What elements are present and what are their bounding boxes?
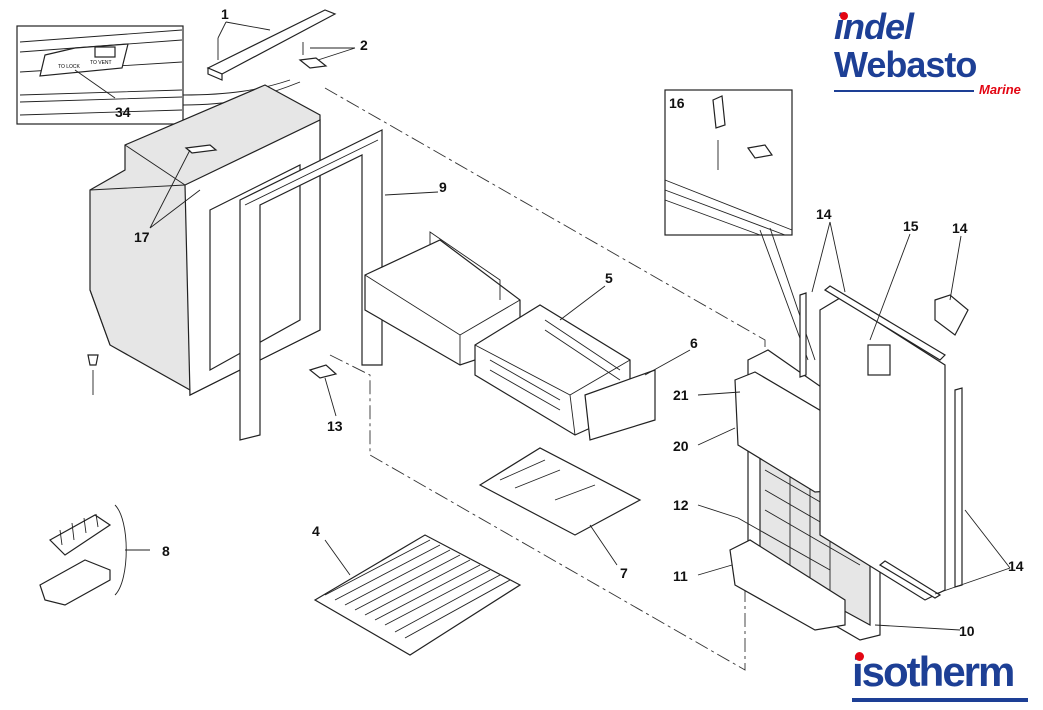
label-part-8: 8	[162, 543, 170, 559]
logo-marine: Marine	[979, 82, 1021, 97]
label-part-14-c: 14	[1008, 558, 1024, 574]
part-freezer-door	[584, 369, 656, 441]
part-gasket-right	[954, 387, 963, 588]
part-front-frame	[239, 129, 383, 441]
logo-webasto: Webasto	[834, 44, 977, 85]
part-ice-tray	[39, 504, 150, 606]
label-part-4: 4	[312, 523, 320, 539]
part-door-shelf-lower	[729, 539, 846, 631]
part-gasket-left	[799, 292, 807, 378]
label-part-21: 21	[673, 387, 689, 403]
part-hinge-bracket-2	[298, 57, 328, 69]
inset-to-lock-text: TO LOCK	[58, 64, 81, 70]
label-part-16: 16	[669, 95, 685, 111]
assembly-line-bottom	[329, 354, 746, 671]
label-part-1: 1	[221, 6, 229, 22]
part-gasket-top	[823, 285, 946, 361]
label-part-10: 10	[959, 623, 975, 639]
part-foot	[87, 354, 99, 366]
part-drip-tray	[478, 447, 642, 536]
label-part-17: 17	[134, 229, 150, 245]
label-part-2: 2	[360, 37, 368, 53]
inset-to-vent-text: TO VENT	[90, 60, 112, 66]
label-part-9: 9	[439, 179, 447, 195]
part-top-strip	[206, 9, 337, 81]
label-part-15: 15	[903, 218, 919, 234]
isotherm-logo: isotherm	[852, 648, 1030, 704]
label-part-14-b: 14	[952, 220, 968, 236]
label-part-13: 13	[327, 418, 343, 434]
part-cabinet	[89, 84, 321, 396]
label-part-6: 6	[690, 335, 698, 351]
label-part-11: 11	[673, 568, 688, 584]
inset-lock-vent: TO LOCK TO VENT	[16, 25, 301, 125]
part-hinge-bracket-13	[308, 364, 338, 379]
indel-webasto-logo: indel Webasto Marine	[834, 6, 1034, 97]
label-part-5: 5	[605, 270, 613, 286]
label-part-14-a: 14	[816, 206, 832, 222]
part-wire-shelf	[313, 534, 522, 656]
label-part-20: 20	[673, 438, 689, 454]
leader-lines	[149, 21, 1011, 631]
part-vent-plate	[934, 294, 969, 336]
part-panel-window	[867, 344, 891, 376]
label-part-34: 34	[115, 104, 131, 120]
inset-door-latch	[664, 89, 816, 361]
part-gasket-bottom	[878, 560, 942, 599]
part-shelf-rod	[737, 517, 831, 571]
label-part-7: 7	[620, 565, 628, 581]
logo-isotherm: isotherm	[852, 648, 1015, 695]
label-part-12: 12	[673, 497, 689, 513]
